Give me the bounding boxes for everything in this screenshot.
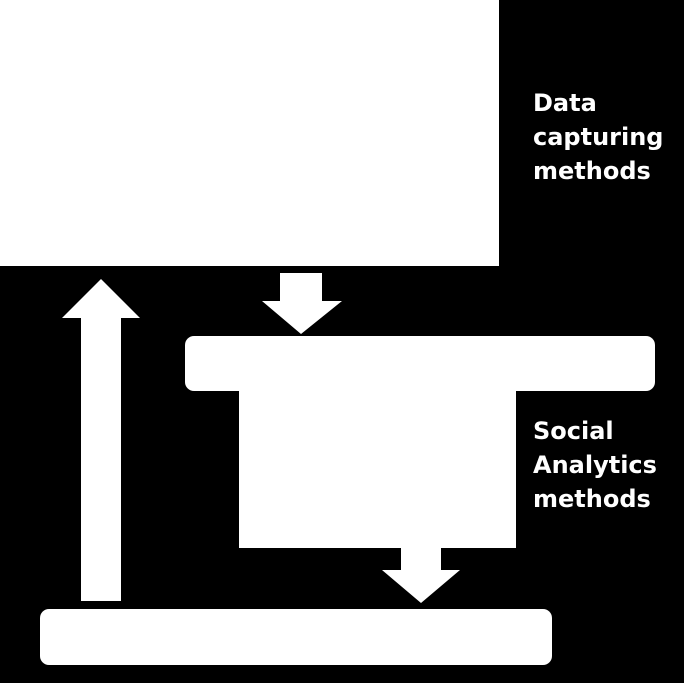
up-arrow-to-data-capturing: [62, 279, 140, 601]
social-analytics-box: [239, 391, 516, 548]
output-bar: [40, 609, 552, 665]
social-analytics-label: Social Analytics methods: [533, 417, 657, 513]
data-capturing-label: Data capturing methods: [533, 89, 664, 185]
social-analytics-bar: [185, 336, 655, 391]
data-capturing-box: [0, 0, 499, 266]
down-arrow-to-output: [382, 548, 460, 603]
down-arrow-to-social-analytics: [262, 273, 342, 334]
